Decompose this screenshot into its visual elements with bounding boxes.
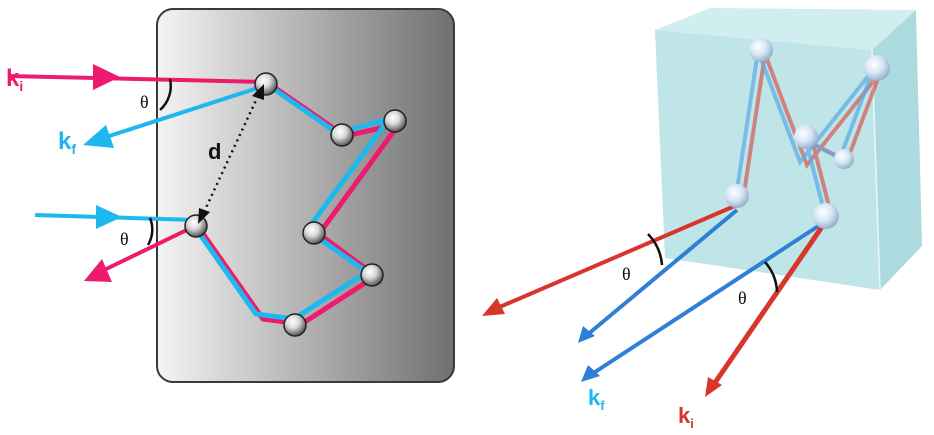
k-f-label-3d: kf — [588, 385, 605, 413]
incident-beam-blue-3d — [590, 219, 828, 376]
slab-panel — [156, 8, 455, 383]
scattered-path-upper — [259, 77, 392, 325]
cube-volume — [655, 8, 922, 291]
distance-indicator — [198, 84, 264, 224]
scatterer-sphere-icon — [302, 221, 326, 245]
scatterer-sphere-icon — [283, 313, 307, 337]
distance-label: d — [208, 139, 221, 164]
arrow-head-icon — [482, 298, 505, 316]
k-f-label: kf — [58, 128, 76, 157]
scattering-slab — [156, 8, 455, 383]
scatterer-sphere-icon — [813, 203, 839, 229]
k-i-label: ki — [6, 65, 23, 94]
scattered-beam-lower — [99, 224, 196, 274]
scatterer-sphere-icon — [749, 38, 773, 62]
scattered-path-lower — [189, 221, 295, 322]
cube-right-face — [872, 10, 922, 290]
lower-scattering-path — [34, 205, 302, 327]
theta-label-upper: θ — [140, 92, 149, 112]
k-i-label-3d: ki — [678, 403, 694, 431]
upper-scattering-path — [7, 64, 402, 328]
arrow-head-icon — [93, 64, 120, 90]
scatterer-sphere-icon — [864, 55, 890, 81]
scatterers-2d — [184, 72, 407, 337]
scatterer-sphere-icon — [794, 125, 818, 149]
angle-arc-lower — [146, 217, 154, 246]
scatterer-sphere-icon — [383, 109, 407, 133]
theta-label-3d-left: θ — [622, 264, 631, 284]
scatterer-sphere-icon — [330, 123, 354, 147]
scatterers-3d — [725, 38, 890, 229]
theta-label-3d-right: θ — [738, 288, 747, 308]
theta-label-lower: θ — [120, 229, 129, 249]
scatterer-sphere-icon — [360, 263, 384, 287]
arrow-head-icon — [84, 259, 112, 282]
incident-beam-red-3d — [707, 219, 829, 392]
scattered-beam-blue-3d — [585, 208, 739, 337]
scattered-beam-upper — [99, 84, 265, 141]
incident-beam-upper — [7, 74, 269, 84]
angle-arc-3d-right — [764, 261, 779, 293]
arrow-head-icon — [705, 377, 722, 397]
angle-arc-3d-left — [647, 233, 664, 266]
scatterer-sphere-icon — [834, 149, 854, 169]
arrow-head-icon — [581, 365, 600, 382]
arrow-head-icon — [83, 125, 114, 148]
scattered-beam-red-3d — [494, 203, 738, 311]
arrow-head-icon — [578, 326, 595, 343]
cube-top-face — [655, 8, 916, 50]
angle-arc-upper — [159, 78, 173, 111]
arrow-head-icon — [96, 205, 122, 229]
scatterer-sphere-icon — [725, 184, 749, 208]
